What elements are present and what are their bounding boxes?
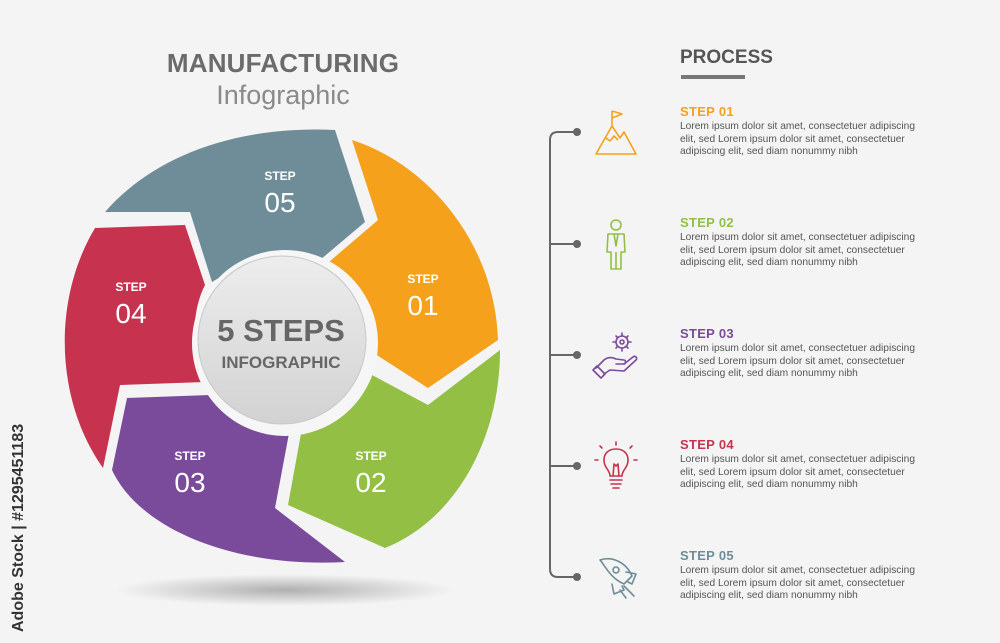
wheel-segment-02: STEP 02 <box>288 350 500 548</box>
wheel-segment-04: STEP 04 <box>64 225 205 468</box>
segment-shape <box>64 225 205 468</box>
wheel-shadow <box>115 574 455 606</box>
segment-label: STEP <box>355 449 386 463</box>
segment-label: STEP <box>264 169 295 183</box>
lightbulb-icon <box>594 441 638 489</box>
segment-shape <box>112 395 345 563</box>
hand-gear-icon <box>592 332 638 379</box>
center-title: 5 STEPS <box>217 313 345 348</box>
timeline-dot <box>573 462 581 470</box>
wheel-segment-01: STEP 01 <box>322 140 498 388</box>
process-timeline <box>549 131 576 578</box>
wheel-segment-05: STEP 05 <box>105 129 365 282</box>
segment-label: STEP <box>174 449 205 463</box>
infographic-subtitle: Infographic <box>216 80 350 110</box>
step-02-description: Lorem ipsum dolor sit amet, consectetuer… <box>680 232 915 269</box>
mountain-flag-icon <box>595 110 637 155</box>
segment-number: 02 <box>355 467 386 498</box>
step-05-title: STEP 05 <box>680 548 734 563</box>
timeline-dot <box>573 128 581 136</box>
segment-shape <box>288 350 500 548</box>
segment-label: STEP <box>115 280 146 294</box>
step-02-title: STEP 02 <box>680 215 734 230</box>
segment-label: STEP <box>407 272 438 286</box>
center-disc <box>197 255 367 425</box>
segment-shape <box>105 129 365 282</box>
timeline-dot <box>573 573 581 581</box>
center-badge: 5 STEPS INFOGRAPHIC <box>192 250 378 436</box>
step-04-title: STEP 04 <box>680 437 734 452</box>
timeline-dot <box>573 240 581 248</box>
segment-number: 04 <box>115 298 146 329</box>
step-01-description: Lorem ipsum dolor sit amet, consectetuer… <box>680 121 915 158</box>
segment-shape <box>322 140 498 388</box>
center-subtitle: INFOGRAPHIC <box>222 353 341 372</box>
segment-number: 03 <box>174 467 205 498</box>
timeline-dot <box>573 351 581 359</box>
step-05-description: Lorem ipsum dolor sit amet, consectetuer… <box>680 565 915 602</box>
segment-number: 01 <box>407 290 438 321</box>
businessman-icon <box>606 219 626 270</box>
stock-watermark: Adobe Stock | #1295451183 <box>8 400 28 640</box>
watermark-text: Adobe Stock | #1295451183 <box>10 423 27 632</box>
step-03-title: STEP 03 <box>680 326 734 341</box>
step-01-title: STEP 01 <box>680 104 734 119</box>
process-underline <box>681 75 745 79</box>
step-04-description: Lorem ipsum dolor sit amet, consectetuer… <box>680 454 915 491</box>
infographic-title: MANUFACTURING <box>166 48 400 78</box>
rocket-icon <box>599 558 637 599</box>
wheel-segment-03: STEP 03 <box>112 395 345 563</box>
segment-number: 05 <box>264 187 295 218</box>
step-03-description: Lorem ipsum dolor sit amet, consectetuer… <box>680 343 915 380</box>
process-title: PROCESS <box>680 47 773 68</box>
timeline-dots <box>573 128 581 581</box>
